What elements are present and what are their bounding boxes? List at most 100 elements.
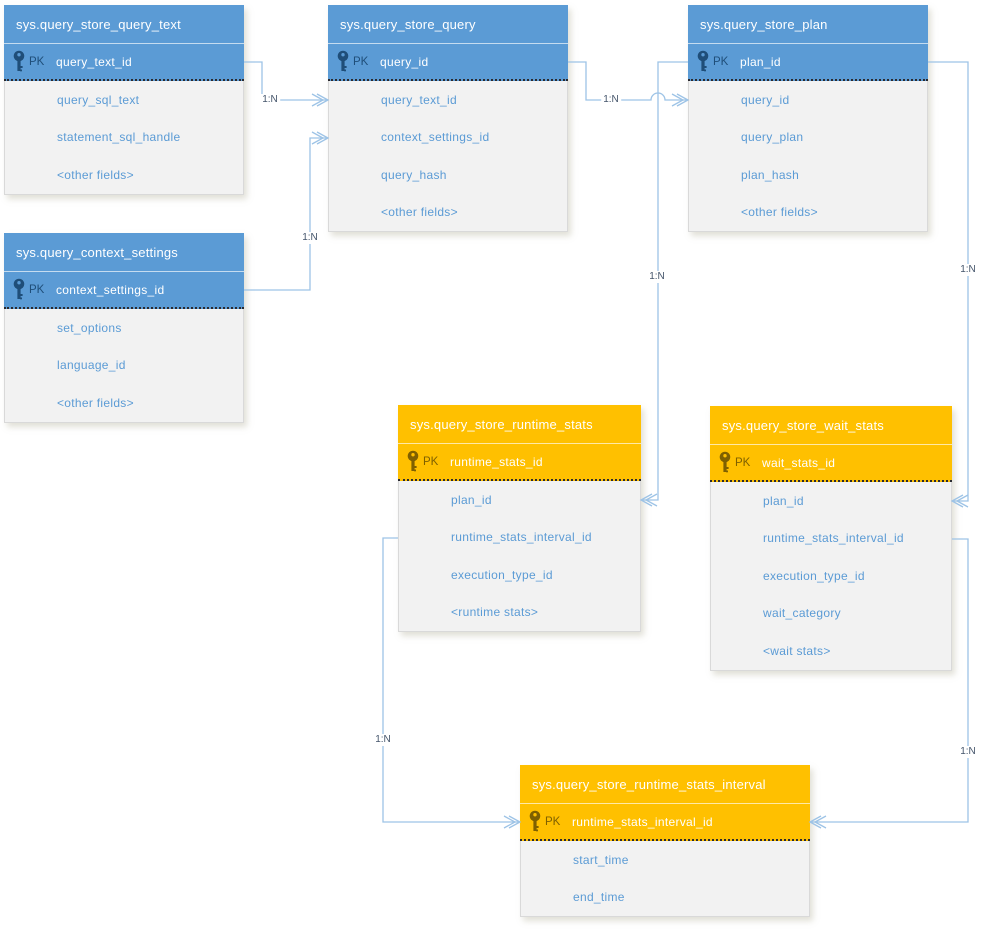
entity-title: sys.query_store_runtime_stats [398,405,641,443]
field-row: query_plan [741,130,804,145]
entity-title: sys.query_store_runtime_stats_interval [520,765,810,803]
pk-field-name: query_id [380,54,429,69]
field-row: context_settings_id [381,130,490,145]
many-arrowhead [671,93,685,107]
primary-key-icon [337,50,350,73]
pk-tag: PK [353,55,369,68]
pk-field-name: runtime_stats_id [450,454,543,469]
pk-row: PK context_settings_id [4,271,244,309]
entity-title: sys.query_store_query [328,5,568,43]
connector-context-settings-to-query[interactable] [244,137,328,291]
field-row: plan_id [451,492,492,507]
entity-title: sys.query_store_query_text [4,5,244,43]
pk-field-name: runtime_stats_interval_id [572,814,713,829]
connector-plan-to-wait-stats[interactable] [928,61,969,502]
entity-body: query_text_id context_settings_id query_ha… [328,81,568,232]
field-row: end_time [573,890,625,905]
primary-key-icon [529,810,542,833]
many-arrowhead [508,815,522,829]
cardinality-label-query-text-to-query: 1:N [260,94,280,106]
entity-body: query_sql_text statement_sql_handle <other… [4,81,244,195]
entity-body: start_time end_time [520,841,810,917]
many-arrowhead [316,131,330,145]
cardinality-label-plan-to-runtime-stats: 1:N [647,271,667,283]
pk-row: PK query_id [328,43,568,81]
field-row: <other fields> [57,395,134,410]
many-arrowhead [311,93,325,107]
pk-tag: PK [713,55,729,68]
entity-body: plan_id runtime_stats_interval_id executio… [710,482,952,671]
field-row: start_time [573,852,629,867]
field-row: query_id [741,92,790,107]
field-row: statement_sql_handle [57,130,181,145]
many-arrowhead [813,815,827,829]
primary-key-icon [719,451,732,474]
pk-tag: PK [545,815,561,828]
many-arrowhead [950,494,964,508]
field-row: plan_hash [741,167,800,182]
field-row: <runtime stats> [451,605,539,620]
field-row: set_options [57,320,122,335]
field-row: execution_type_id [451,567,553,582]
field-row: <other fields> [57,167,134,182]
cardinality-label-wait-stats-to-interval: 1:N [958,746,978,758]
entity-body: plan_id runtime_stats_interval_id executio… [398,481,641,632]
field-row: query_text_id [381,92,457,107]
entity-title: sys.query_context_settings [4,233,244,271]
field-row: execution_type_id [763,568,865,583]
primary-key-icon [13,278,26,301]
field-row: <other fields> [381,205,458,220]
pk-row: PK runtime_stats_id [398,443,641,481]
pk-row: PK runtime_stats_interval_id [520,803,810,841]
primary-key-icon [407,450,420,473]
field-row: wait_category [763,606,841,621]
connector-query-to-plan[interactable] [568,61,688,101]
entity-body: query_id query_plan plan_hash <other fields… [688,81,928,232]
many-arrowhead [316,93,330,107]
many-arrowhead [808,815,822,829]
pk-row: PK plan_id [688,43,928,81]
many-arrowhead [676,93,690,107]
pk-field-name: plan_id [740,54,781,69]
cardinality-label-context-settings-to-query: 1:N [300,232,320,244]
pk-tag: PK [29,283,45,296]
field-row: <wait stats> [763,643,831,658]
pk-tag: PK [735,456,751,469]
pk-tag: PK [29,55,45,68]
cardinality-label-plan-to-wait-stats: 1:N [958,264,978,276]
field-row: <other fields> [741,205,818,220]
field-row: runtime_stats_interval_id [451,530,592,545]
pk-row: PK wait_stats_id [710,444,952,482]
connector-query-text-to-query[interactable] [244,61,328,101]
field-row: plan_id [763,493,804,508]
entity-title: sys.query_store_wait_stats [710,406,952,444]
entity-title: sys.query_store_plan [688,5,928,43]
cardinality-label-runtime-stats-to-interval: 1:N [373,734,393,746]
primary-key-icon [13,50,26,73]
cardinality-label-query-to-plan: 1:N [601,94,621,106]
field-row: query_sql_text [57,92,140,107]
pk-tag: PK [423,455,439,468]
many-arrowhead [955,494,969,508]
many-arrowhead [503,815,517,829]
connector-runtime-stats-to-interval[interactable] [382,537,520,823]
connector-wait-stats-to-interval[interactable] [810,538,969,823]
pk-field-name: wait_stats_id [762,455,836,470]
many-arrowhead [644,493,658,507]
pk-field-name: context_settings_id [56,282,165,297]
many-arrowhead [639,493,653,507]
field-row: query_hash [381,167,447,182]
primary-key-icon [697,50,710,73]
field-row: runtime_stats_interval_id [763,531,904,546]
